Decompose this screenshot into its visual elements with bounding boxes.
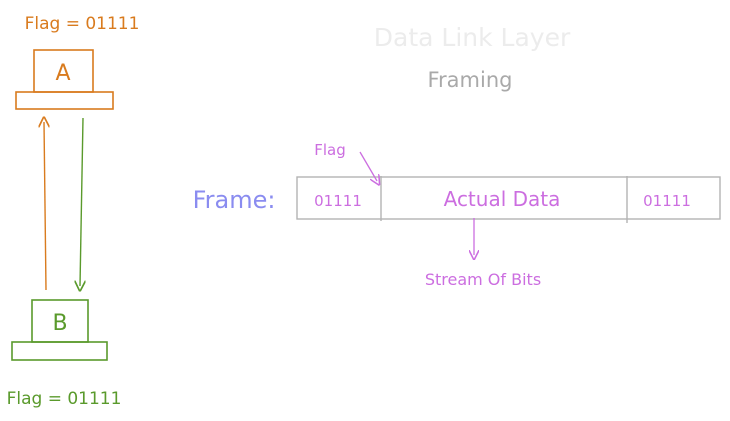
node-a: Flag = 01111 A — [15, 14, 140, 110]
arrow-a-to-b — [80, 117, 83, 286]
flag-annotation-arrow — [359, 151, 377, 181]
arrow-b-to-a — [44, 122, 46, 291]
node-a-label: A — [55, 61, 70, 86]
frame-label: Frame: — [193, 186, 276, 214]
node-b-label: B — [52, 311, 67, 336]
node-b: B Flag = 01111 — [7, 299, 122, 409]
diagram-subtitle: Framing — [428, 68, 513, 92]
data-annotation: Stream Of Bits — [425, 270, 541, 289]
frame-structure: Frame: 01111 Actual Data 01111 Flag Stre… — [193, 141, 721, 289]
diagram-title: Data Link Layer — [374, 23, 571, 52]
node-b-flag-label: Flag = 01111 — [7, 389, 122, 409]
frame-cell-start-flag: 01111 — [314, 192, 362, 210]
frame-cell-end-flag: 01111 — [643, 192, 691, 210]
node-b-base — [11, 341, 108, 361]
node-a-flag-label: Flag = 01111 — [25, 14, 140, 34]
node-a-base — [15, 91, 114, 110]
frame-cell-data: Actual Data — [444, 187, 561, 211]
frame-outline — [296, 176, 721, 220]
flag-annotation: Flag — [314, 141, 346, 159]
